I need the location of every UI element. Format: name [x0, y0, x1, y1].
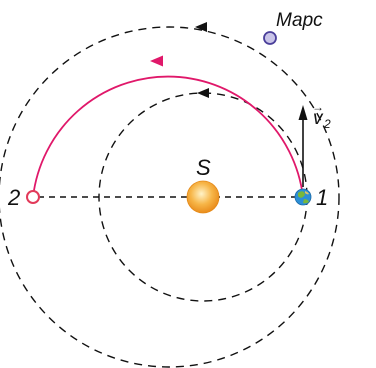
sun-label: S	[196, 155, 211, 180]
velocity-label: → v 2	[312, 100, 331, 131]
velocity-label-symbol: v	[313, 108, 324, 129]
mars-label: Марс	[276, 10, 323, 31]
mars-orbit	[0, 26, 340, 368]
point-1-label: 1	[316, 185, 328, 210]
mars	[263, 31, 277, 45]
sun	[186, 180, 220, 214]
velocity-vector-head	[298, 105, 308, 120]
point-2-label: 2	[7, 185, 20, 210]
earth-icon	[294, 188, 312, 206]
point-2-marker	[26, 190, 40, 204]
earth-orbit-arrow	[197, 88, 209, 98]
velocity-label-subscript: 2	[323, 117, 331, 131]
mars-orbit-arrow	[195, 22, 207, 32]
transfer-arc-arrow	[150, 55, 163, 67]
velocity-label-arrow: →	[312, 100, 324, 114]
transfer-arc	[32, 75, 304, 198]
